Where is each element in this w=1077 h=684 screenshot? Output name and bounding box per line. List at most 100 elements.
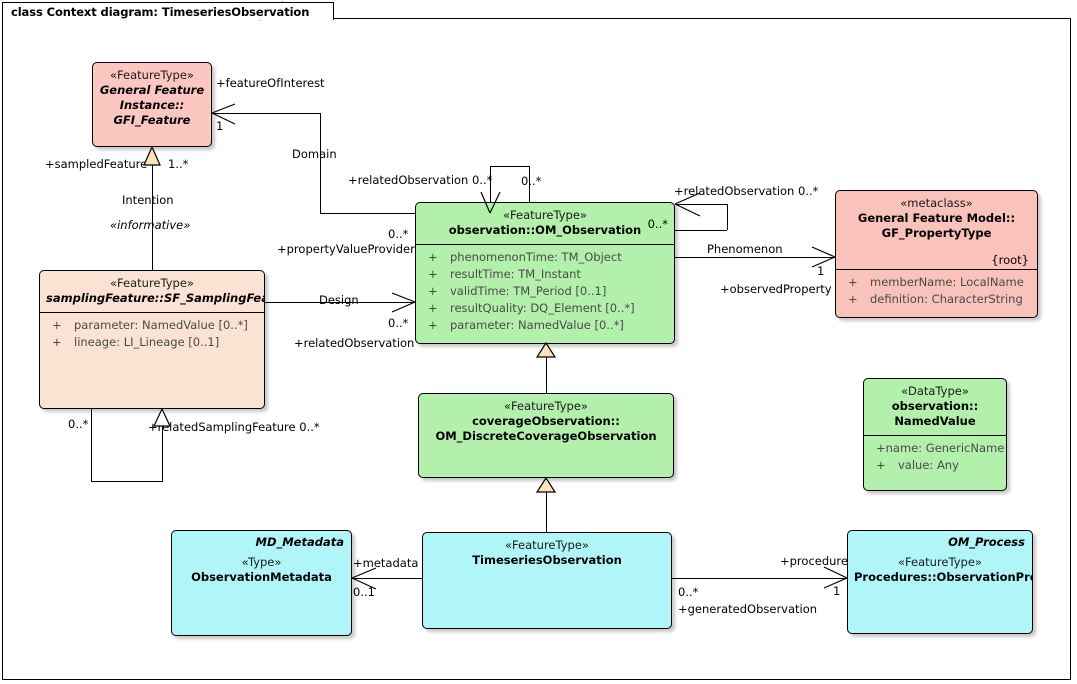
label-metadata: +metadata — [353, 556, 419, 570]
class-observation-metadata[interactable]: MD_Metadata «Type» ObservationMetadata — [171, 530, 352, 636]
conn-feature-of-interest-seg-v — [320, 113, 321, 213]
label-related-observation-left: +relatedObservation 0..* — [348, 173, 493, 187]
class-gfi-feature-name-3: GFI_Feature — [113, 113, 191, 127]
label-procedure-mult: 1 — [833, 584, 841, 598]
class-observation-process[interactable]: OM_Process «FeatureType» Procedures::Obs… — [847, 530, 1033, 634]
label-self-loop-mult-top: 0..* — [521, 174, 542, 188]
label-design-related-observation: +relatedObservation — [294, 336, 415, 350]
class-om-observation-attributes: + phenomenonTime: TM_Object + resultTime… — [416, 244, 674, 338]
class-gfi-feature[interactable]: «FeatureType» General Feature Instance::… — [92, 62, 212, 147]
conn-related-observation-left-v — [490, 166, 491, 213]
class-timeseries-observation-name: TimeseriesObservation — [472, 553, 622, 567]
attribute-text: parameter: NamedValue [0..*] — [74, 318, 248, 332]
class-sf-sampling-feature-header: «FeatureType» samplingFeature::SF_Sampli… — [40, 271, 264, 312]
class-coverage-observation-name-1: coverageObservation:: — [472, 414, 620, 428]
class-coverage-observation-name-2: OM_DiscreteCoverageObservation — [435, 429, 657, 443]
class-coverage-observation-stereotype: «FeatureType» — [504, 399, 588, 413]
conn-self-loop-right-h2 — [675, 230, 727, 231]
conn-sampled-feature-line — [152, 155, 153, 270]
class-named-value[interactable]: «DataType» observation:: NamedValue + na… — [863, 378, 1007, 491]
conn-feature-of-interest-seg-h2 — [320, 213, 415, 214]
class-observation-process-header: OM_Process «FeatureType» Procedures::Obs… — [848, 531, 1032, 591]
attribute-row: + memberName: LocalName — [840, 274, 1033, 291]
class-coverage-observation-header: «FeatureType» coverageObservation:: OM_D… — [419, 394, 673, 450]
conn-rsf-v-left — [91, 408, 92, 481]
class-om-observation-corner-mult: 0..* — [647, 217, 668, 231]
class-named-value-name-2: NamedValue — [894, 414, 976, 428]
label-intention: Intention — [122, 193, 174, 207]
conn-rsf-h — [91, 481, 163, 482]
attribute-visibility: + — [876, 441, 886, 455]
conn-metadata-line — [352, 578, 422, 579]
class-named-value-header: «DataType» observation:: NamedValue — [864, 379, 1006, 435]
attribute-text: lineage: LI_Lineage [0..1] — [74, 335, 220, 349]
class-sf-sampling-feature-name: samplingFeature::SF_SamplingFeature — [46, 291, 264, 305]
class-om-observation-stereotype: «FeatureType» — [503, 208, 587, 222]
class-gf-propertytype-stereotype: «metaclass» — [900, 196, 973, 210]
label-property-value-provider-mult: 0..* — [388, 227, 409, 241]
label-related-sampling-feature: +relatedSamplingFeature 0..* — [148, 420, 320, 434]
attribute-row: + validTime: TM_Period [0..1] — [420, 283, 670, 300]
attribute-visibility: + — [428, 250, 438, 264]
attribute-text: name: GenericName — [885, 441, 1005, 455]
diagram-frame — [2, 18, 1071, 680]
attribute-visibility: + — [848, 292, 858, 306]
attribute-visibility: + — [876, 458, 886, 472]
attribute-row: + lineage: LI_Lineage [0..1] — [44, 334, 260, 351]
class-gf-propertytype-attributes: + memberName: LocalName + definition: Ch… — [836, 269, 1037, 312]
label-related-observation-right: +relatedObservation 0..* — [674, 184, 819, 198]
attribute-visibility: + — [428, 318, 438, 332]
class-sf-sampling-feature-stereotype: «FeatureType» — [110, 276, 194, 290]
label-sampled-feature-mult: 1..* — [168, 157, 189, 171]
class-sf-sampling-feature[interactable]: «FeatureType» samplingFeature::SF_Sampli… — [39, 270, 265, 409]
class-om-observation-name: observation::OM_Observation — [448, 223, 642, 237]
conn-phenomenon-line — [675, 257, 835, 258]
class-timeseries-observation-header: «FeatureType» TimeseriesObservation — [423, 533, 671, 574]
class-gf-propertytype[interactable]: «metaclass» General Feature Model:: GF_P… — [835, 190, 1038, 318]
label-sampling-self-mult: 0..* — [68, 417, 89, 431]
conn-self-loop-top-h — [490, 166, 530, 167]
attribute-visibility: + — [52, 335, 62, 349]
attribute-row: + parameter: NamedValue [0..*] — [420, 317, 670, 334]
label-feature-of-interest-mult: 1 — [216, 119, 224, 133]
class-om-observation[interactable]: «FeatureType» observation::OM_Observatio… — [415, 202, 675, 344]
label-domain: Domain — [292, 147, 337, 161]
class-named-value-attributes: + name: GenericName + value: Any — [864, 435, 1006, 478]
attribute-text: resultQuality: DQ_Element [0..*] — [450, 301, 635, 315]
attribute-visibility: + — [52, 318, 62, 332]
class-observation-process-name: Procedures::ObservationProcess — [854, 570, 1032, 584]
class-named-value-name-1: observation:: — [891, 399, 979, 413]
class-gfi-feature-header: «FeatureType» General Feature Instance::… — [93, 63, 211, 134]
conn-feature-of-interest-seg-h1 — [212, 113, 321, 114]
label-procedure: +procedure — [780, 554, 848, 568]
diagram-title: class Context diagram: TimeseriesObserva… — [11, 4, 310, 19]
class-observation-metadata-header: MD_Metadata «Type» ObservationMetadata — [172, 531, 351, 591]
label-observed-property-mult: 1 — [817, 264, 825, 278]
label-property-value-provider: +propertyValueProvider — [277, 242, 415, 256]
class-timeseries-observation[interactable]: «FeatureType» TimeseriesObservation — [422, 532, 672, 629]
class-named-value-stereotype: «DataType» — [901, 384, 969, 398]
attribute-row: + definition: CharacterString — [840, 291, 1033, 308]
class-om-discrete-coverage-observation[interactable]: «FeatureType» coverageObservation:: OM_D… — [418, 393, 674, 478]
class-gf-propertytype-root-marker: {root} — [991, 253, 1029, 267]
label-generated-observation: +generatedObservation — [678, 602, 818, 616]
label-generated-observation-mult: 0..* — [678, 585, 699, 599]
conn-self-loop-top-v1 — [529, 166, 530, 213]
attribute-visibility: + — [428, 284, 438, 298]
conn-self-loop-right-h1 — [675, 204, 727, 205]
class-timeseries-observation-stereotype: «FeatureType» — [505, 538, 589, 552]
conn-design-line — [265, 302, 415, 303]
attribute-text: validTime: TM_Period [0..1] — [450, 284, 607, 298]
attribute-text: definition: CharacterString — [870, 292, 1023, 306]
class-gf-propertytype-name-1: General Feature Model:: — [857, 211, 1016, 225]
attribute-visibility: + — [848, 275, 858, 289]
label-intention-stereotype: «informative» — [110, 218, 191, 232]
class-sf-sampling-feature-attributes: + parameter: NamedValue [0..*] + lineage… — [40, 312, 264, 355]
class-gf-propertytype-header: «metaclass» General Feature Model:: GF_P… — [836, 191, 1037, 269]
attribute-text: parameter: NamedValue [0..*] — [450, 318, 624, 332]
attribute-row: + value: Any — [868, 457, 1002, 474]
class-gfi-feature-stereotype: «FeatureType» — [110, 68, 194, 82]
conn-gen-coverage-to-observation — [546, 355, 547, 393]
label-feature-of-interest: +featureOfInterest — [216, 76, 325, 90]
